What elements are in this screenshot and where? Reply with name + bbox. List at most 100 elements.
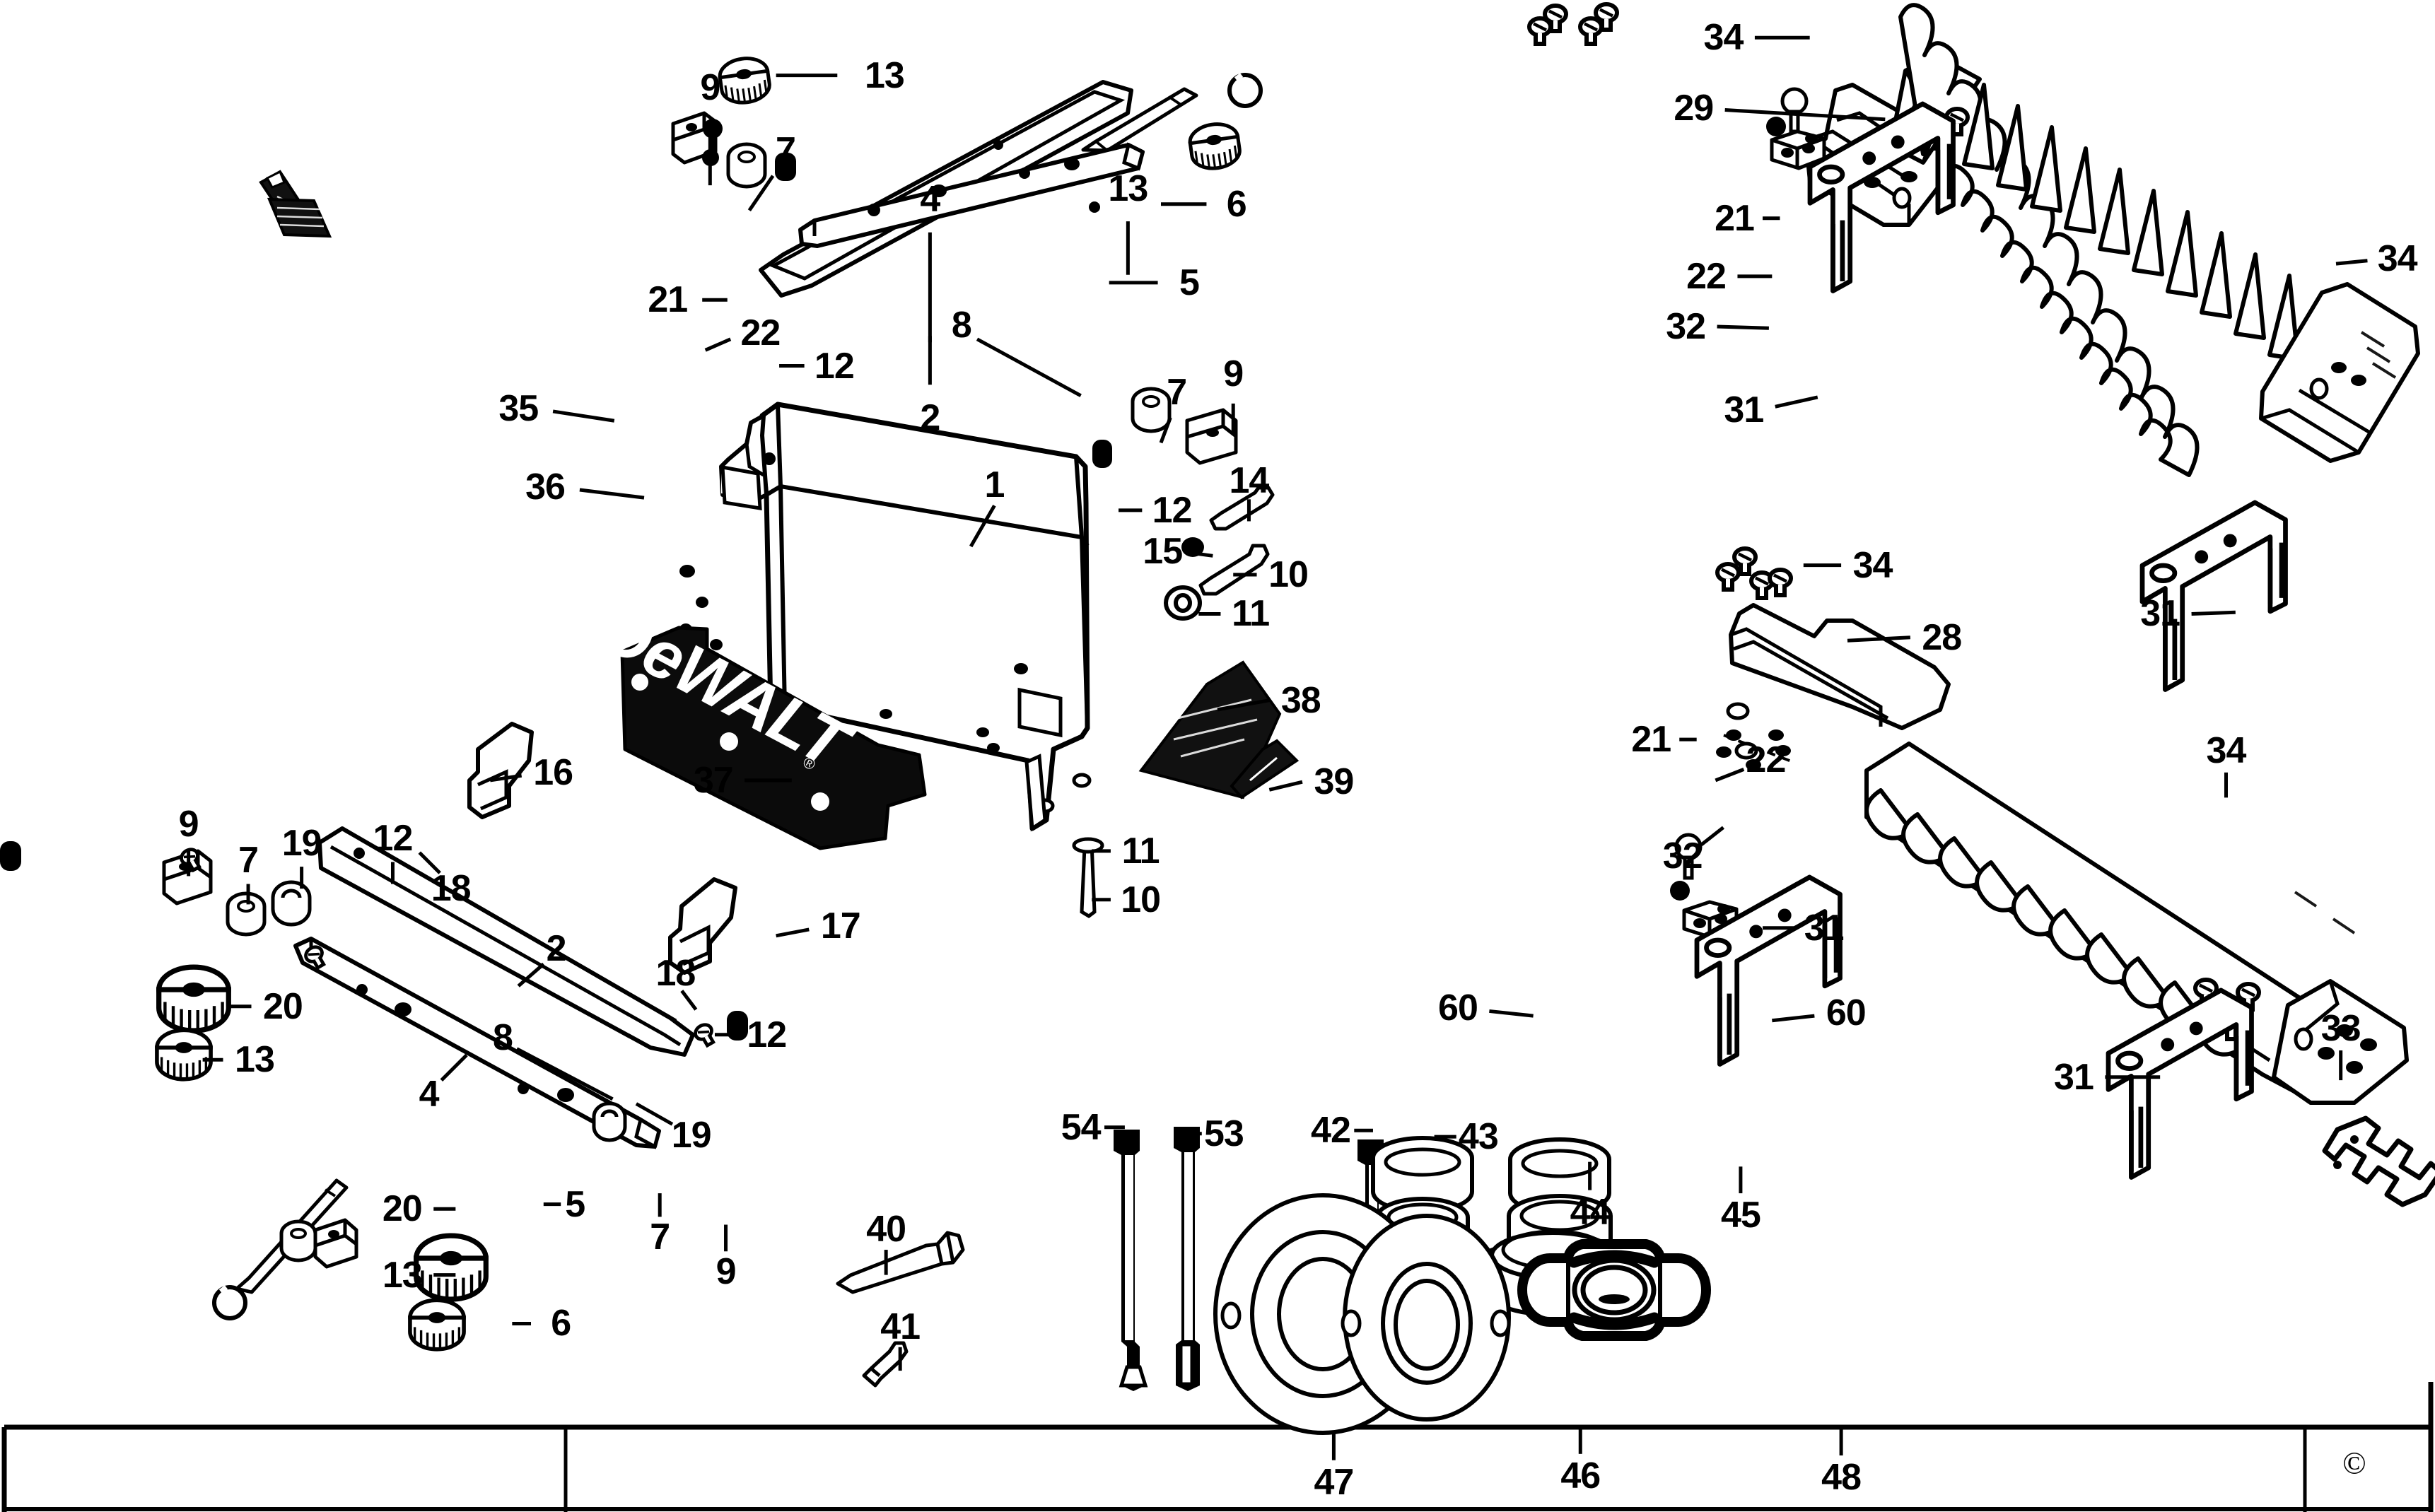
callout-number-8: 8	[951, 304, 972, 346]
part-15-nut	[1181, 537, 1204, 557]
part-9-mid-block	[1185, 408, 1238, 465]
part-7-mid-bush	[1131, 387, 1172, 433]
callout-number-54: 54	[1061, 1106, 1102, 1148]
callout-number-21: 21	[648, 279, 688, 321]
part-2-lower-rail	[317, 826, 695, 1057]
part-60-collar-a	[1371, 1136, 1474, 1214]
part-4-upper-rod	[798, 142, 1145, 248]
callout-number-10: 10	[1268, 553, 1309, 595]
part-14-bolt	[1209, 486, 1275, 531]
callout-number-19: 19	[671, 1114, 712, 1156]
callout-number-22: 22	[740, 312, 781, 353]
callout-number-2: 2	[920, 397, 940, 438]
callout-number-6: 6	[1226, 183, 1247, 225]
callout-number-10: 10	[1121, 879, 1161, 920]
callout-number-1: 1	[984, 464, 1005, 506]
callout-number-2: 2	[546, 927, 567, 969]
callout-number-34: 34	[1852, 544, 1893, 586]
callout-number-53: 53	[1203, 1113, 1244, 1154]
part-13-upper-knob-2	[1188, 121, 1242, 171]
callout-number-18: 18	[431, 868, 472, 910]
callout-number-12: 12	[814, 345, 855, 387]
callout-number-12: 12	[373, 818, 414, 860]
callout-number-34: 34	[2377, 238, 2418, 280]
callout-number-37: 37	[693, 759, 734, 801]
part-16-clip	[467, 722, 534, 819]
callout-number-40: 40	[866, 1209, 906, 1250]
callout-number-7: 7	[775, 130, 796, 172]
part-13-upper-knob	[718, 55, 771, 105]
callout-number-7: 7	[1167, 372, 1187, 414]
part-29-template	[1805, 3, 2420, 477]
callout-number-38: 38	[1280, 679, 1321, 721]
part-7-lower-bush-2	[279, 1219, 317, 1262]
callout-number-9: 9	[700, 67, 720, 109]
part-9-lower-block-2	[313, 1218, 358, 1269]
callout-number-9: 9	[716, 1251, 737, 1293]
callout-number-39: 39	[1314, 761, 1355, 803]
part-36-label	[267, 197, 332, 238]
part-22-ball-ur	[1766, 117, 1786, 136]
callout-number-13: 13	[235, 1039, 275, 1081]
callout-number-13: 13	[382, 1254, 423, 1296]
callout-number-7: 7	[238, 840, 259, 881]
part-6-upper-ring	[1227, 73, 1263, 108]
callout-number-46: 46	[1560, 1455, 1601, 1496]
callout-number-16: 16	[533, 751, 573, 793]
callout-number-7: 7	[650, 1217, 670, 1258]
callout-number-4: 4	[419, 1074, 440, 1115]
callout-number-31: 31	[2054, 1056, 2094, 1098]
part-34-screws-upper	[1529, 4, 1617, 44]
part-12-lower-bush-a	[0, 841, 21, 871]
callout-number-47: 47	[1314, 1461, 1355, 1503]
callout-number-48: 48	[1821, 1457, 1862, 1499]
part-48-subbase	[1517, 1239, 1711, 1341]
part-12-lower-bush-b	[727, 1011, 748, 1041]
part-41-hexkey	[862, 1341, 909, 1388]
callout-number-33: 33	[2320, 1007, 2361, 1049]
callout-number-4: 4	[920, 179, 940, 221]
callout-number-32: 32	[1662, 835, 1703, 877]
part-19-lower-washer-2	[592, 1101, 627, 1142]
callout-number-60: 60	[1826, 992, 1867, 1033]
part-13-knob-a	[157, 1030, 211, 1079]
part-12-upper-bush	[775, 153, 796, 181]
callout-number-42: 42	[1311, 1110, 1351, 1151]
callout-number-29: 29	[1674, 88, 1714, 129]
part-12-mid-bush	[1092, 440, 1112, 468]
part-40-wrench	[836, 1231, 965, 1294]
callout-number-43: 43	[1458, 1116, 1499, 1158]
part-21-pin-lr	[1674, 833, 1703, 880]
callout-number-19: 19	[281, 822, 322, 864]
part-7-upper-bush	[726, 142, 767, 189]
callout-number-36: 36	[525, 466, 566, 508]
callout-number-8: 8	[493, 1017, 513, 1059]
callout-number-34: 34	[2206, 729, 2247, 771]
copyright-icon: ©	[2342, 1446, 2366, 1481]
callout-number-5: 5	[565, 1183, 585, 1225]
callout-number-11: 11	[1232, 593, 1270, 635]
callout-number-6: 6	[551, 1303, 571, 1344]
part-11-washer-lower	[1072, 837, 1104, 854]
part-11-washer	[1164, 585, 1202, 621]
part-21-pin-ur	[1780, 87, 1809, 134]
part-13-knob-b	[410, 1300, 464, 1349]
callout-number-14: 14	[1229, 459, 1270, 501]
callout-number-41: 41	[880, 1306, 921, 1347]
callout-number-22: 22	[1686, 255, 1727, 297]
callout-number-21: 21	[1631, 719, 1671, 761]
callout-number-9: 9	[1223, 353, 1244, 394]
callout-number-44: 44	[1570, 1191, 1611, 1233]
part-39-label	[1230, 739, 1300, 799]
callout-number-20: 20	[263, 985, 303, 1027]
part-22-upper-ball	[702, 149, 719, 166]
callout-number-31: 31	[1804, 907, 1845, 949]
callout-number-31: 31	[2140, 593, 2180, 635]
part-20-knob-a	[159, 967, 229, 1031]
callout-number-28: 28	[1922, 616, 1962, 658]
part-10-bolt	[1198, 544, 1270, 596]
part-46-baseplate	[1341, 1214, 1511, 1422]
part-18-screw-c	[693, 1022, 718, 1048]
callout-number-18: 18	[655, 953, 696, 995]
